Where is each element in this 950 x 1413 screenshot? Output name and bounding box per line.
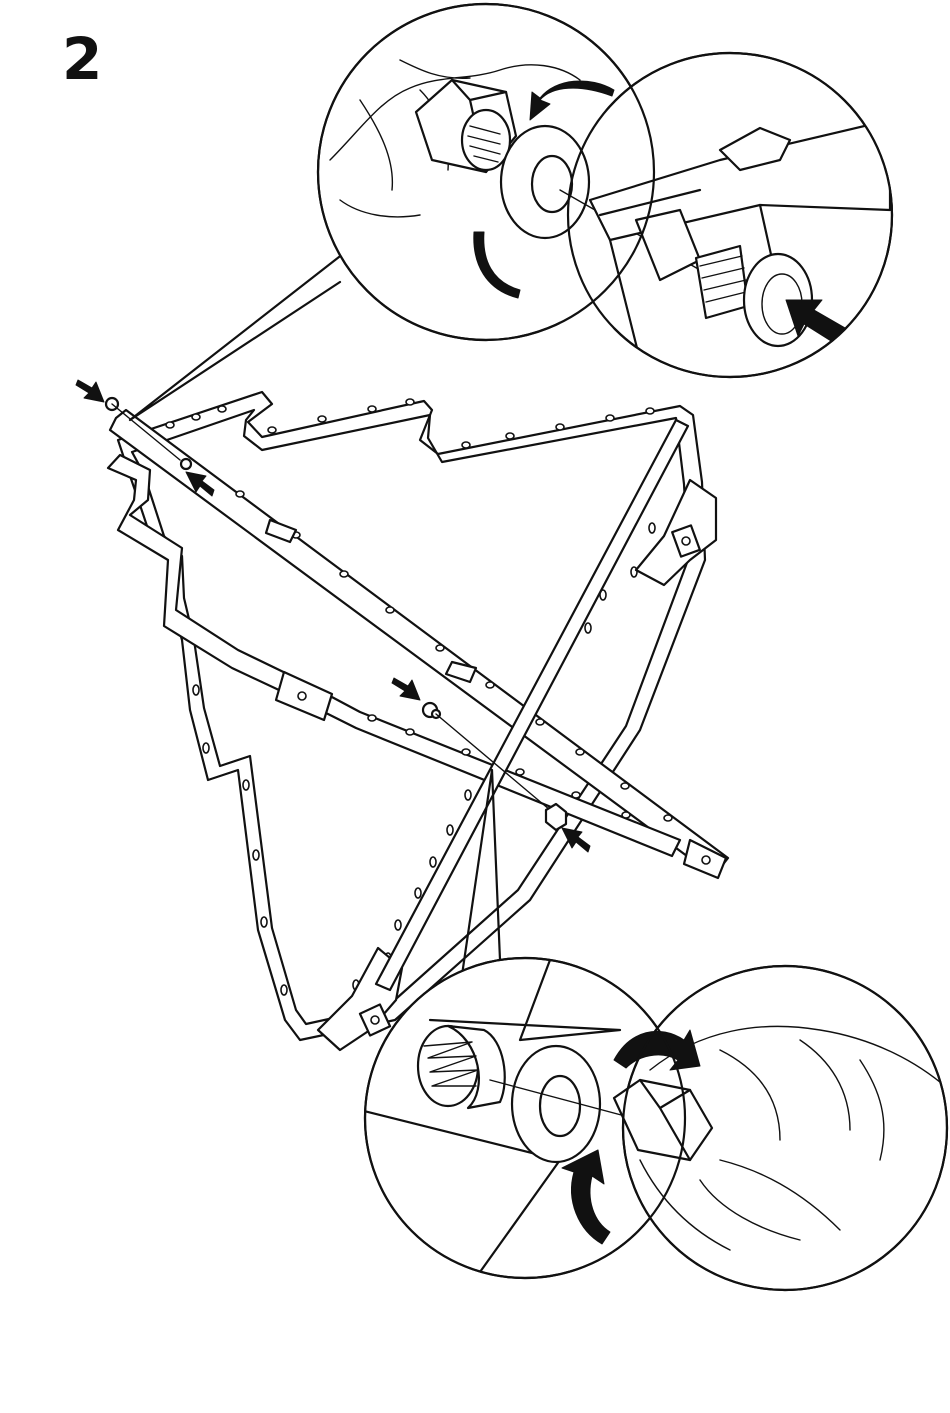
cross-bar-b bbox=[108, 455, 680, 856]
left-tube-holes bbox=[193, 685, 287, 995]
upper-tube-holes bbox=[166, 399, 654, 448]
detail-callout-top bbox=[130, 4, 892, 420]
arrow-icon bbox=[562, 828, 590, 852]
arrow-icon bbox=[76, 380, 104, 402]
arrow-icon bbox=[392, 678, 420, 700]
vertical-bar bbox=[376, 420, 688, 990]
